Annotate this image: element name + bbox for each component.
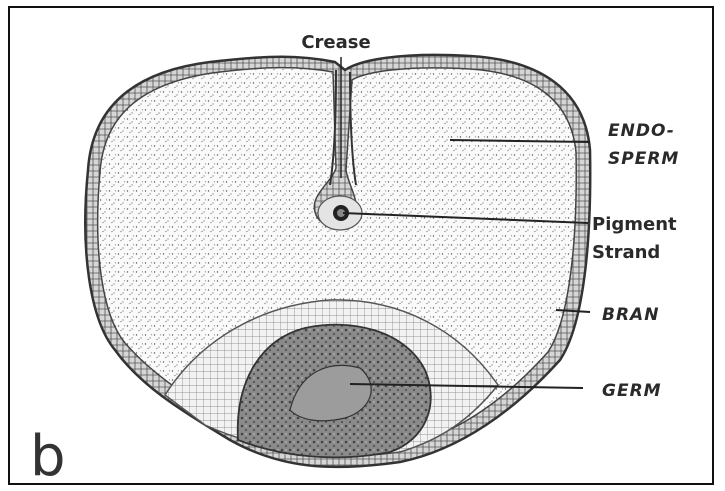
pigment-label-line2: Strand	[592, 242, 660, 263]
panel-letter: b	[30, 424, 66, 489]
crease-label: Crease	[301, 32, 370, 53]
endosperm-label-line1: ENDO-	[608, 121, 675, 141]
endosperm-label-line2: SPERM	[608, 149, 679, 169]
bran-label: BRAN	[602, 305, 659, 325]
germ-label: GERM	[602, 381, 662, 401]
pigment-label-line1: Pigment	[592, 214, 677, 235]
